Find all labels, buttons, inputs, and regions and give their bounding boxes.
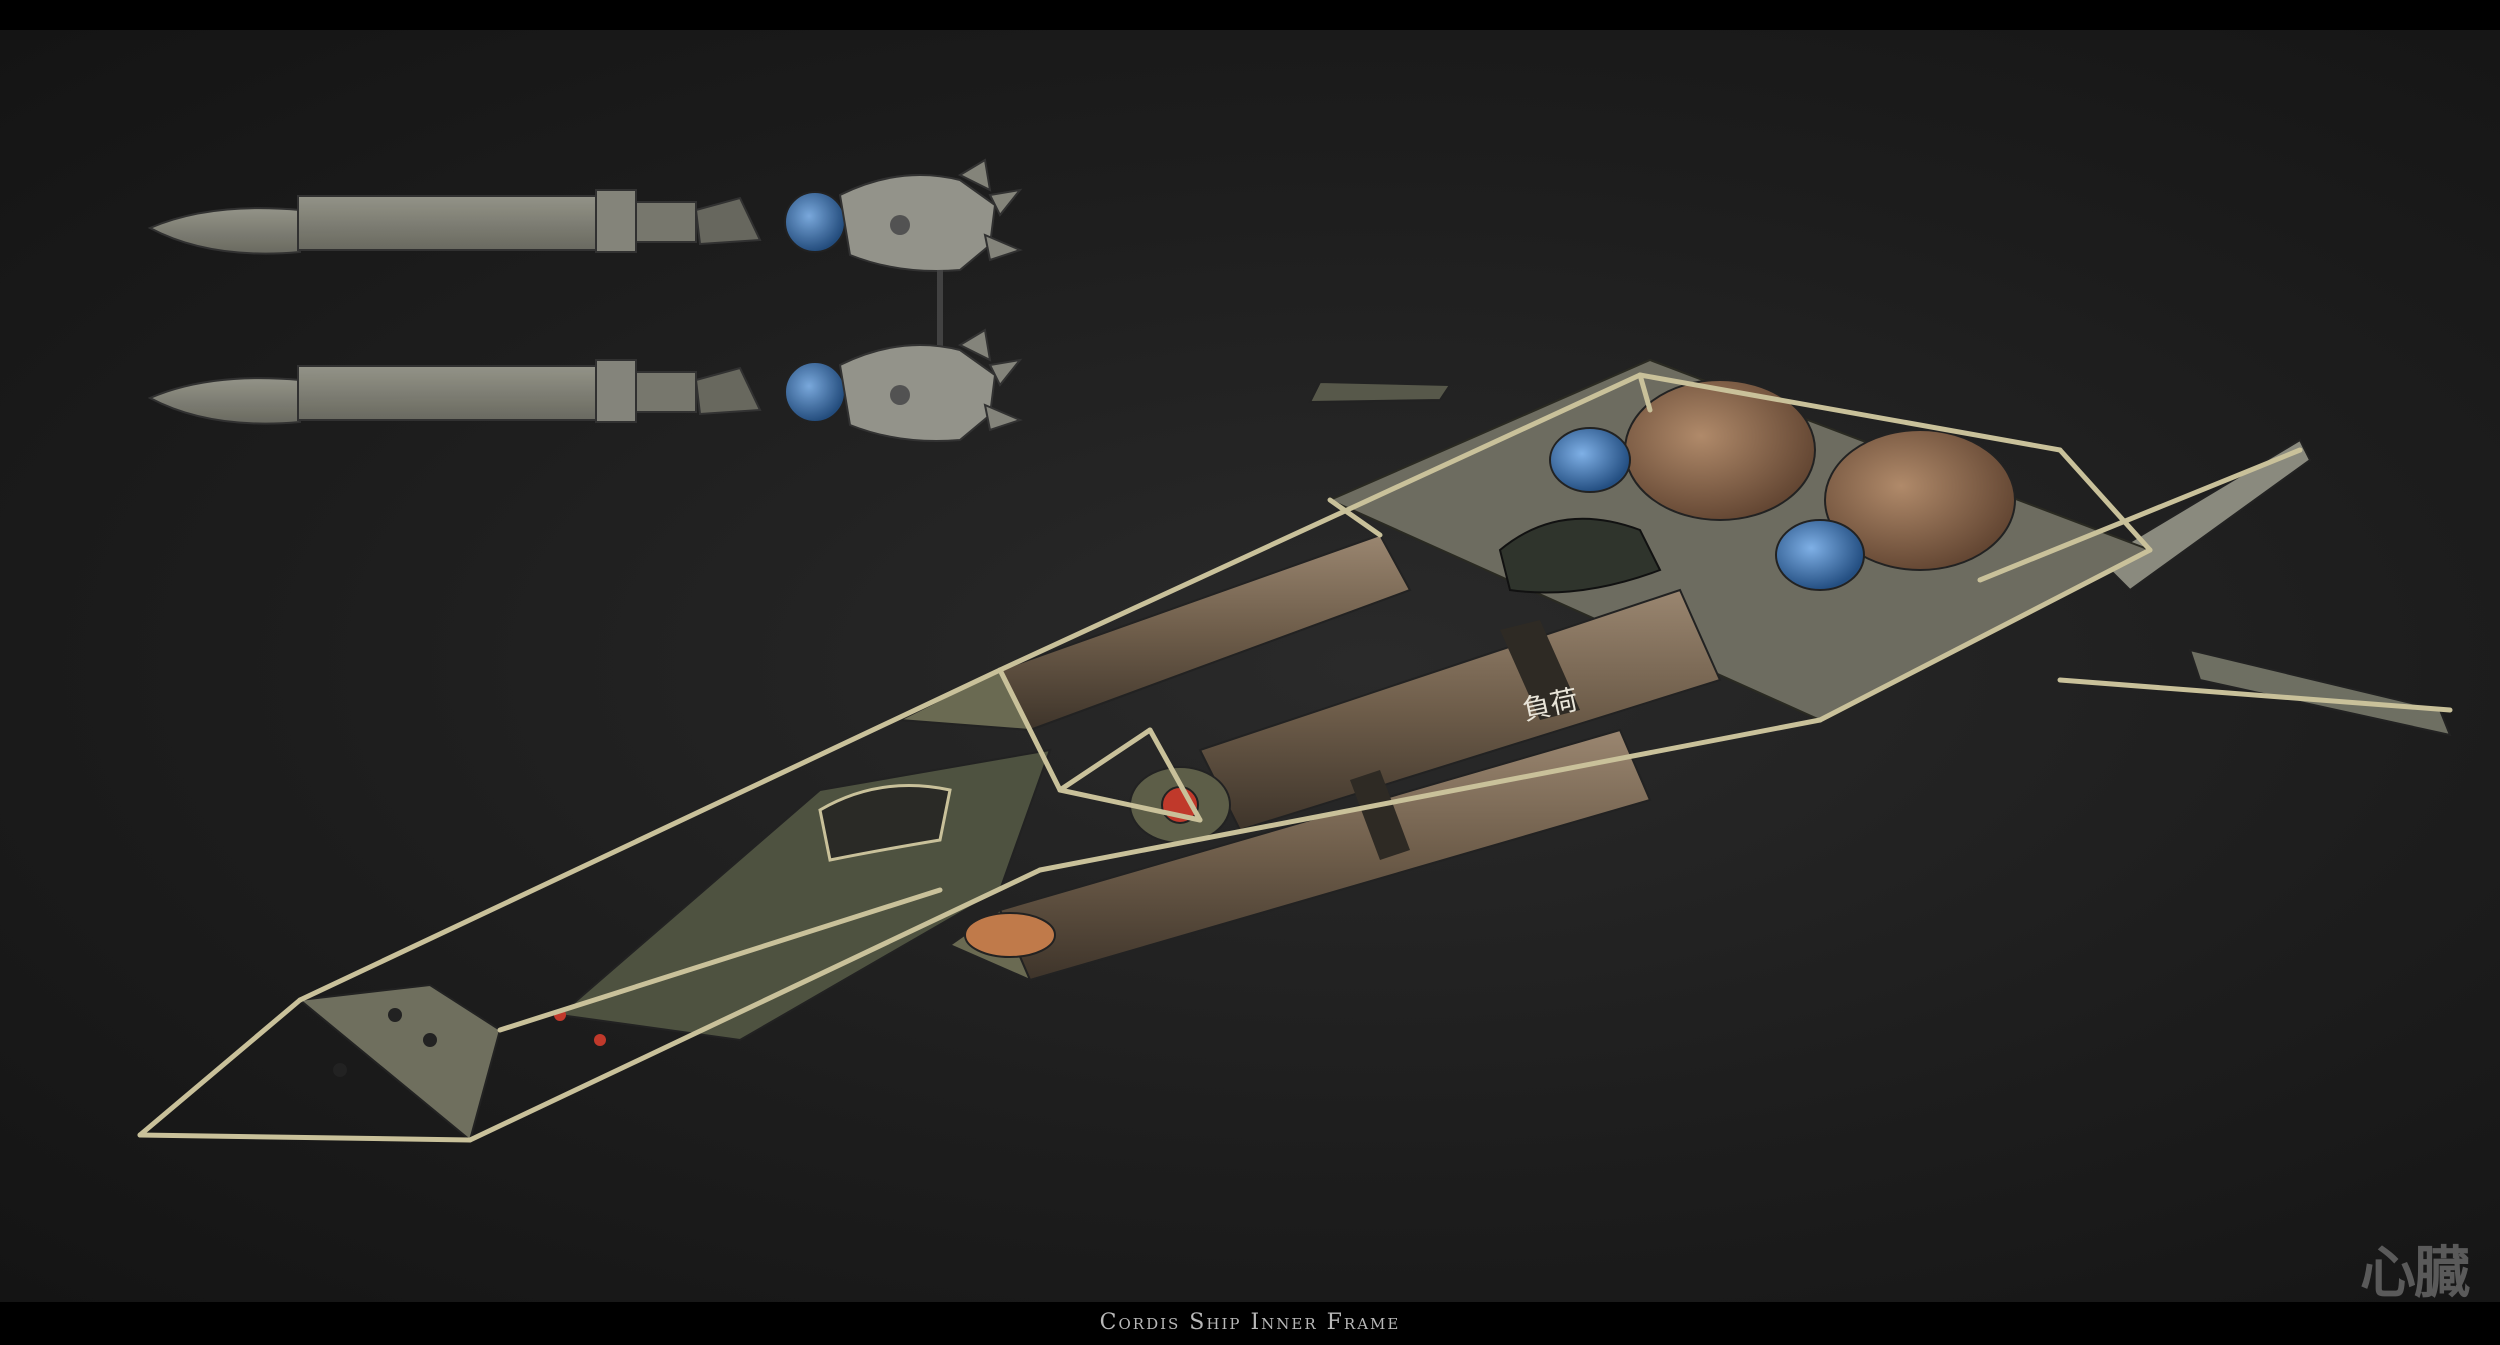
letterbox-top bbox=[0, 0, 2500, 30]
ship-canopy bbox=[818, 784, 952, 862]
ship-cockpit-body bbox=[557, 748, 1052, 1042]
artwork-canvas: 負荷 bbox=[0, 30, 2500, 1302]
studio-logo: 心臓 bbox=[2360, 1241, 2470, 1306]
ship-rear-fins bbox=[1308, 380, 2452, 737]
ship-main: 負荷 bbox=[137, 358, 2453, 1143]
artwork-svg: 負荷 bbox=[137, 158, 2453, 1143]
artwork-caption: Cordis Ship Inner Frame bbox=[1099, 1310, 1401, 1335]
ship-tubes bbox=[896, 533, 1722, 982]
ghost-arm-lower bbox=[147, 328, 1023, 442]
ghost-arm-upper bbox=[147, 158, 1023, 272]
letterbox-bottom bbox=[0, 1302, 2500, 1345]
ship-space-frame bbox=[137, 372, 2453, 1143]
ghost-side-view bbox=[147, 158, 1023, 442]
ship-nose-frame bbox=[297, 983, 606, 1142]
engine-blue-dome-left bbox=[1549, 427, 1631, 493]
ship-engines bbox=[1498, 379, 2016, 594]
engine-blue-dome-right bbox=[1775, 519, 1865, 591]
